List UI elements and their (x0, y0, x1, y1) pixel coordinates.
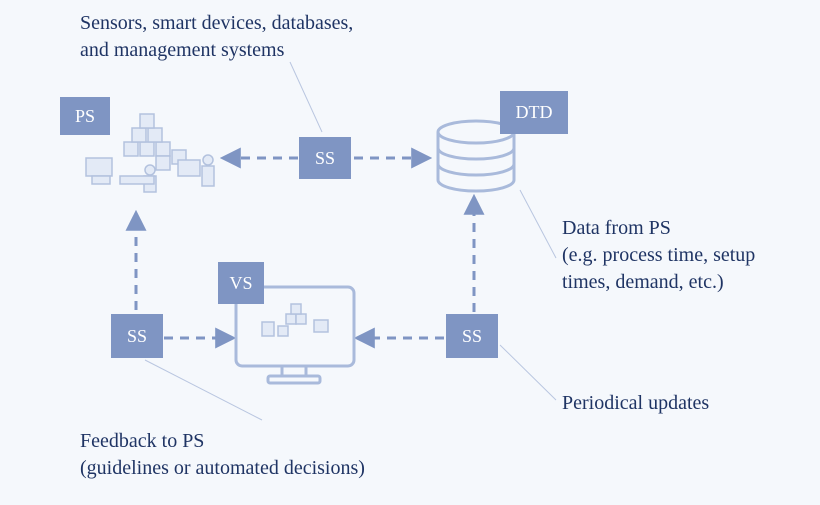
sensors-line-2: and management systems (80, 39, 285, 61)
feedback-annotation: Feedback to PS (guidelines or automated … (80, 428, 365, 482)
feedback-line-1: Feedback to PS (80, 430, 205, 452)
leader-line-sensors (289, 61, 323, 133)
sensors-annotation: Sensors, smart devices, databases, and m… (80, 10, 353, 64)
sensors-line-1: Sensors, smart devices, databases, (80, 12, 354, 34)
factory-workers-boxes-icon (85, 113, 215, 193)
computer-monitor-icon (234, 285, 356, 385)
dtd-node: DTD (500, 91, 568, 134)
periodical-line: Periodical updates (562, 392, 710, 414)
periodical-annotation: Periodical updates (562, 390, 709, 417)
ss-node-top: SS (299, 137, 351, 179)
leader-line-periodical (499, 344, 557, 401)
data-line-3: times, demand, etc.) (562, 271, 724, 293)
feedback-line-2: (guidelines or automated decisions) (80, 457, 365, 479)
leader-line-data (519, 189, 557, 259)
ss-node-left: SS (111, 314, 163, 358)
ss-node-right: SS (446, 314, 498, 358)
ps-node: PS (60, 97, 110, 135)
data-annotation: Data from PS (e.g. process time, setup t… (562, 215, 755, 296)
data-line-1: Data from PS (562, 217, 671, 239)
leader-line-feedback (144, 359, 263, 421)
database-cylinder-icon (436, 119, 516, 193)
data-line-2: (e.g. process time, setup (562, 244, 756, 266)
vs-node: VS (218, 262, 264, 304)
